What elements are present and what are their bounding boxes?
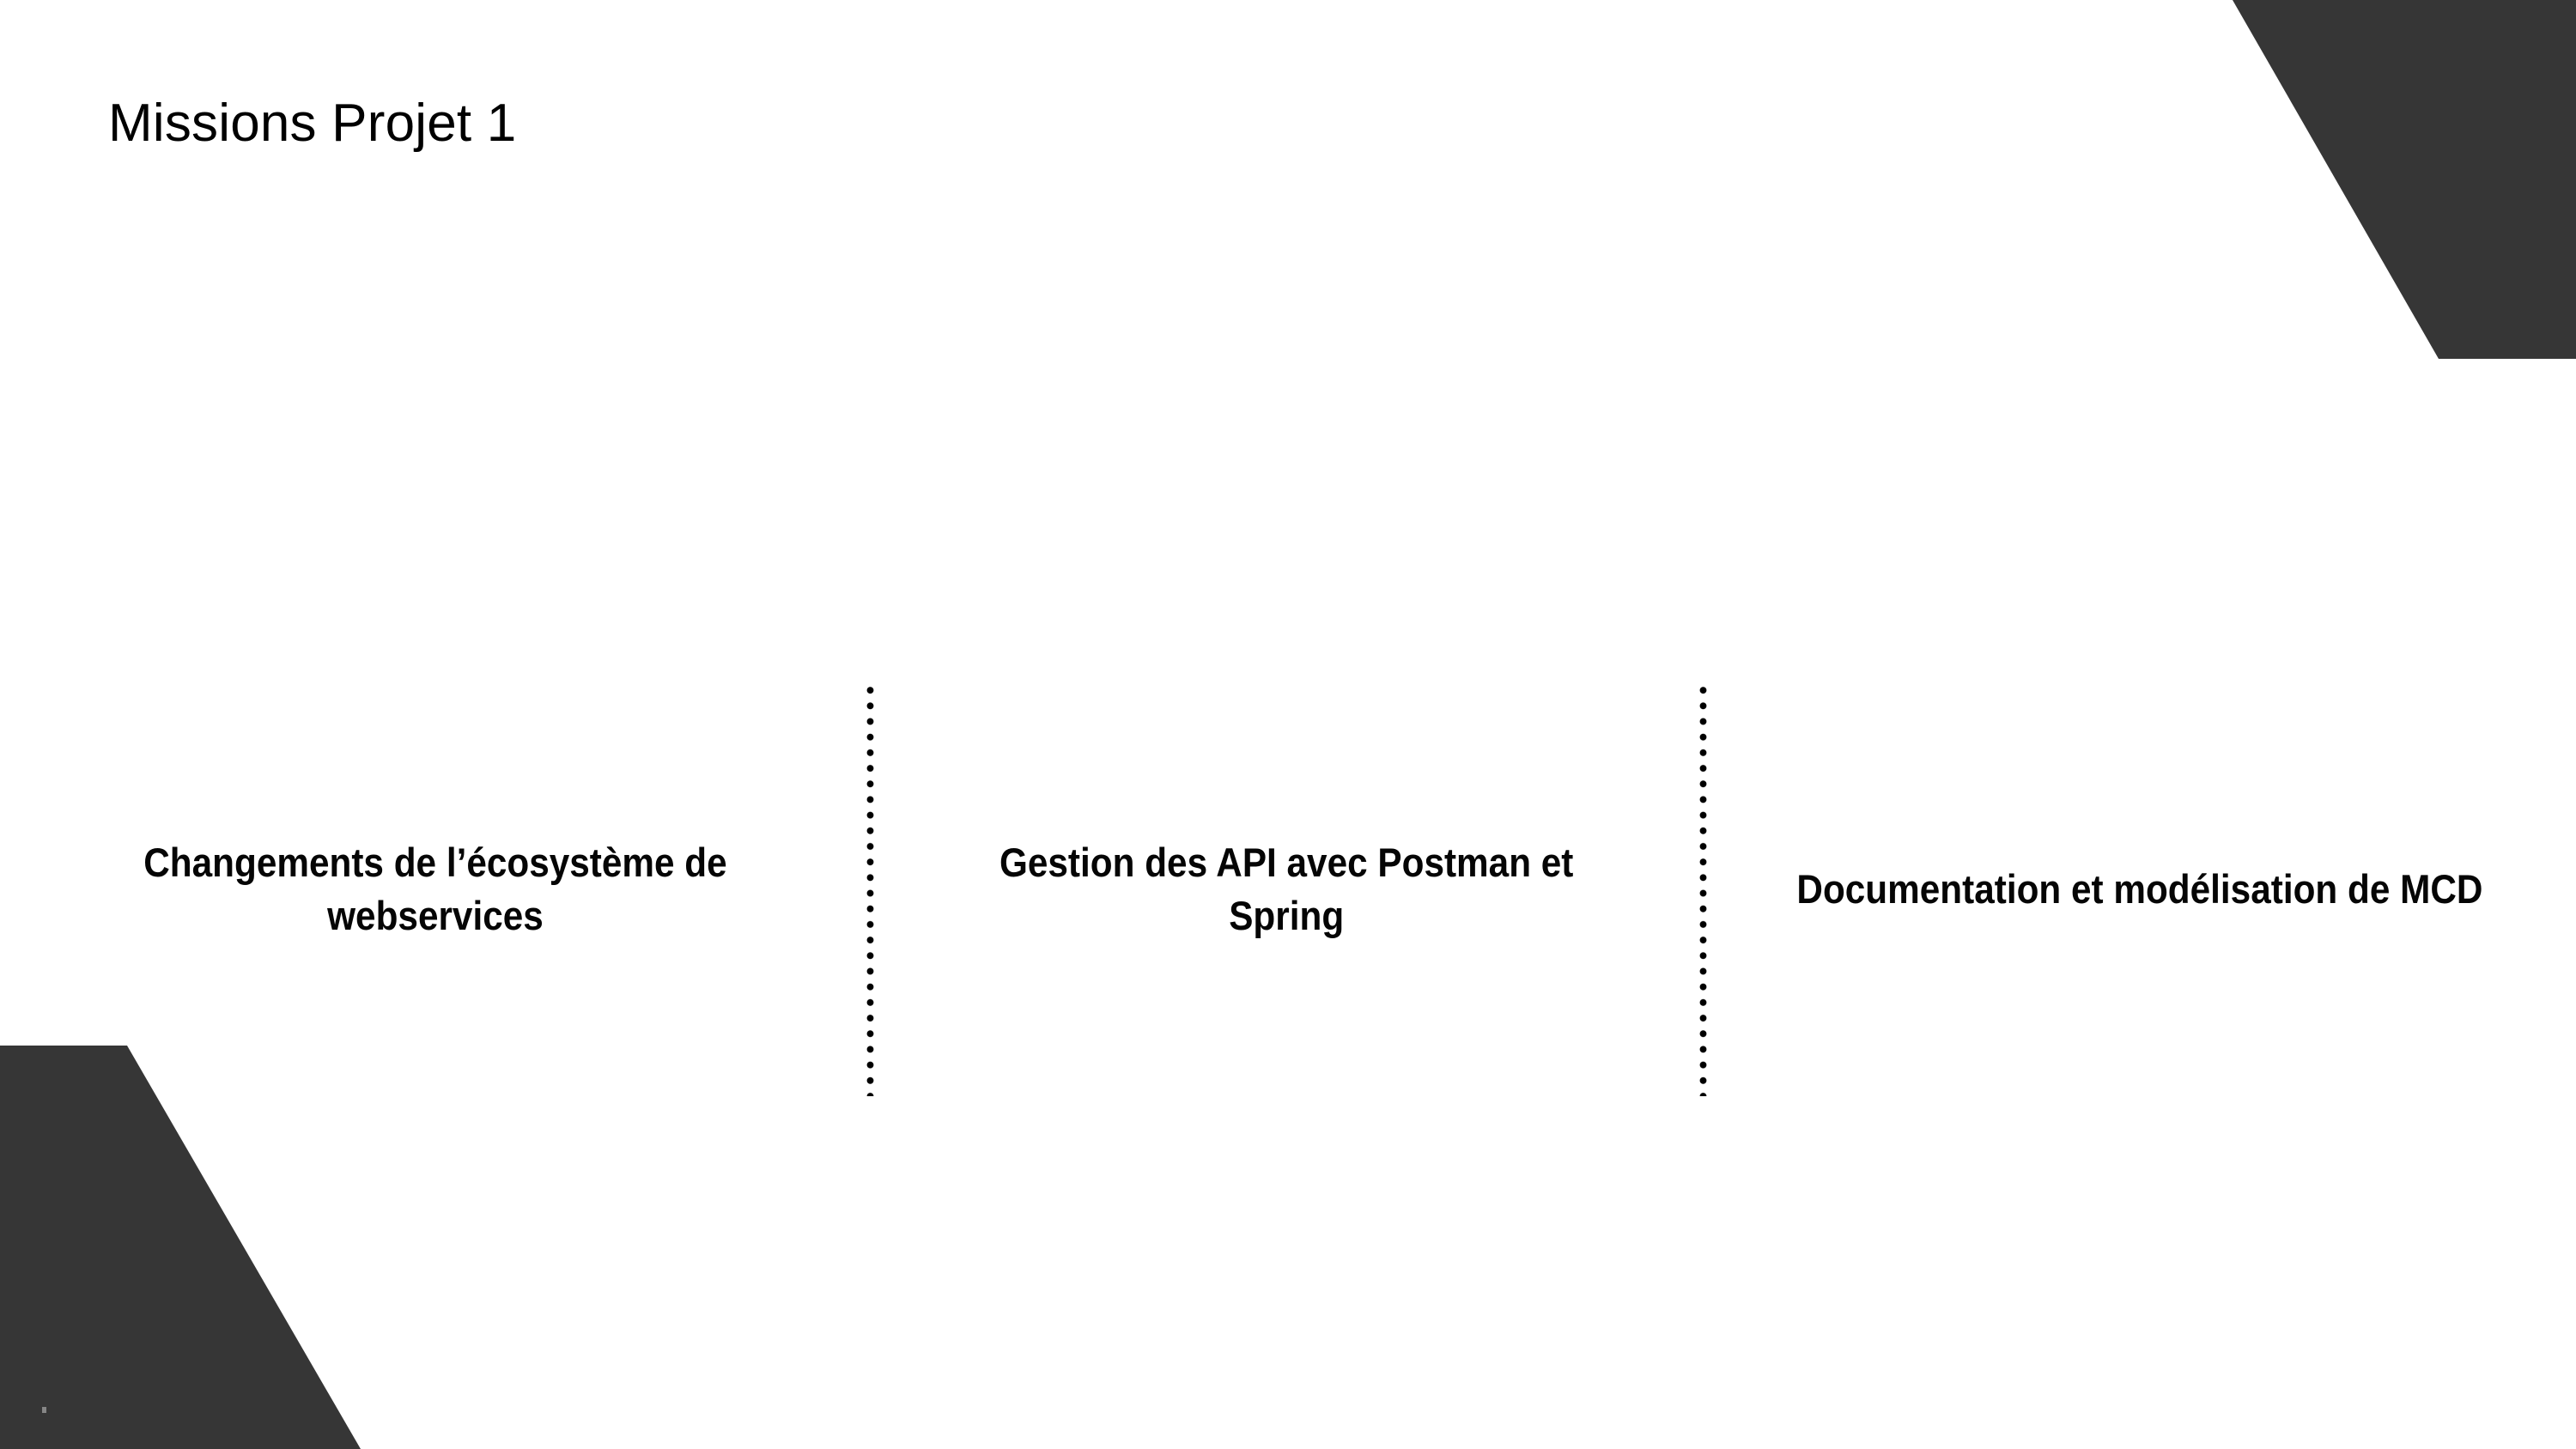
decorative-shape-bottom-left xyxy=(0,1046,361,1449)
content-column-1-text: Changements de l’écosystème de webservic… xyxy=(143,839,727,939)
content-column-2-text: Gestion des API avec Postman et Spring xyxy=(999,839,1574,939)
image-artifact-speck xyxy=(42,1407,46,1413)
page-title: Missions Projet 1 xyxy=(108,94,517,153)
content-column-1: Changements de l’écosystème de webservic… xyxy=(0,682,870,1096)
dotted-divider-2 xyxy=(1699,682,1707,1096)
content-column-3: Documentation et modélisation de MCD xyxy=(1703,682,2576,1096)
content-column-3-text: Documentation et modélisation de MCD xyxy=(1795,865,2483,912)
content-column-2: Gestion des API avec Postman et Spring xyxy=(870,682,1703,1096)
dotted-divider-1 xyxy=(866,682,874,1096)
content-columns: Changements de l’écosystème de webservic… xyxy=(0,682,2576,1096)
decorative-shape-top-right xyxy=(2233,0,2576,359)
